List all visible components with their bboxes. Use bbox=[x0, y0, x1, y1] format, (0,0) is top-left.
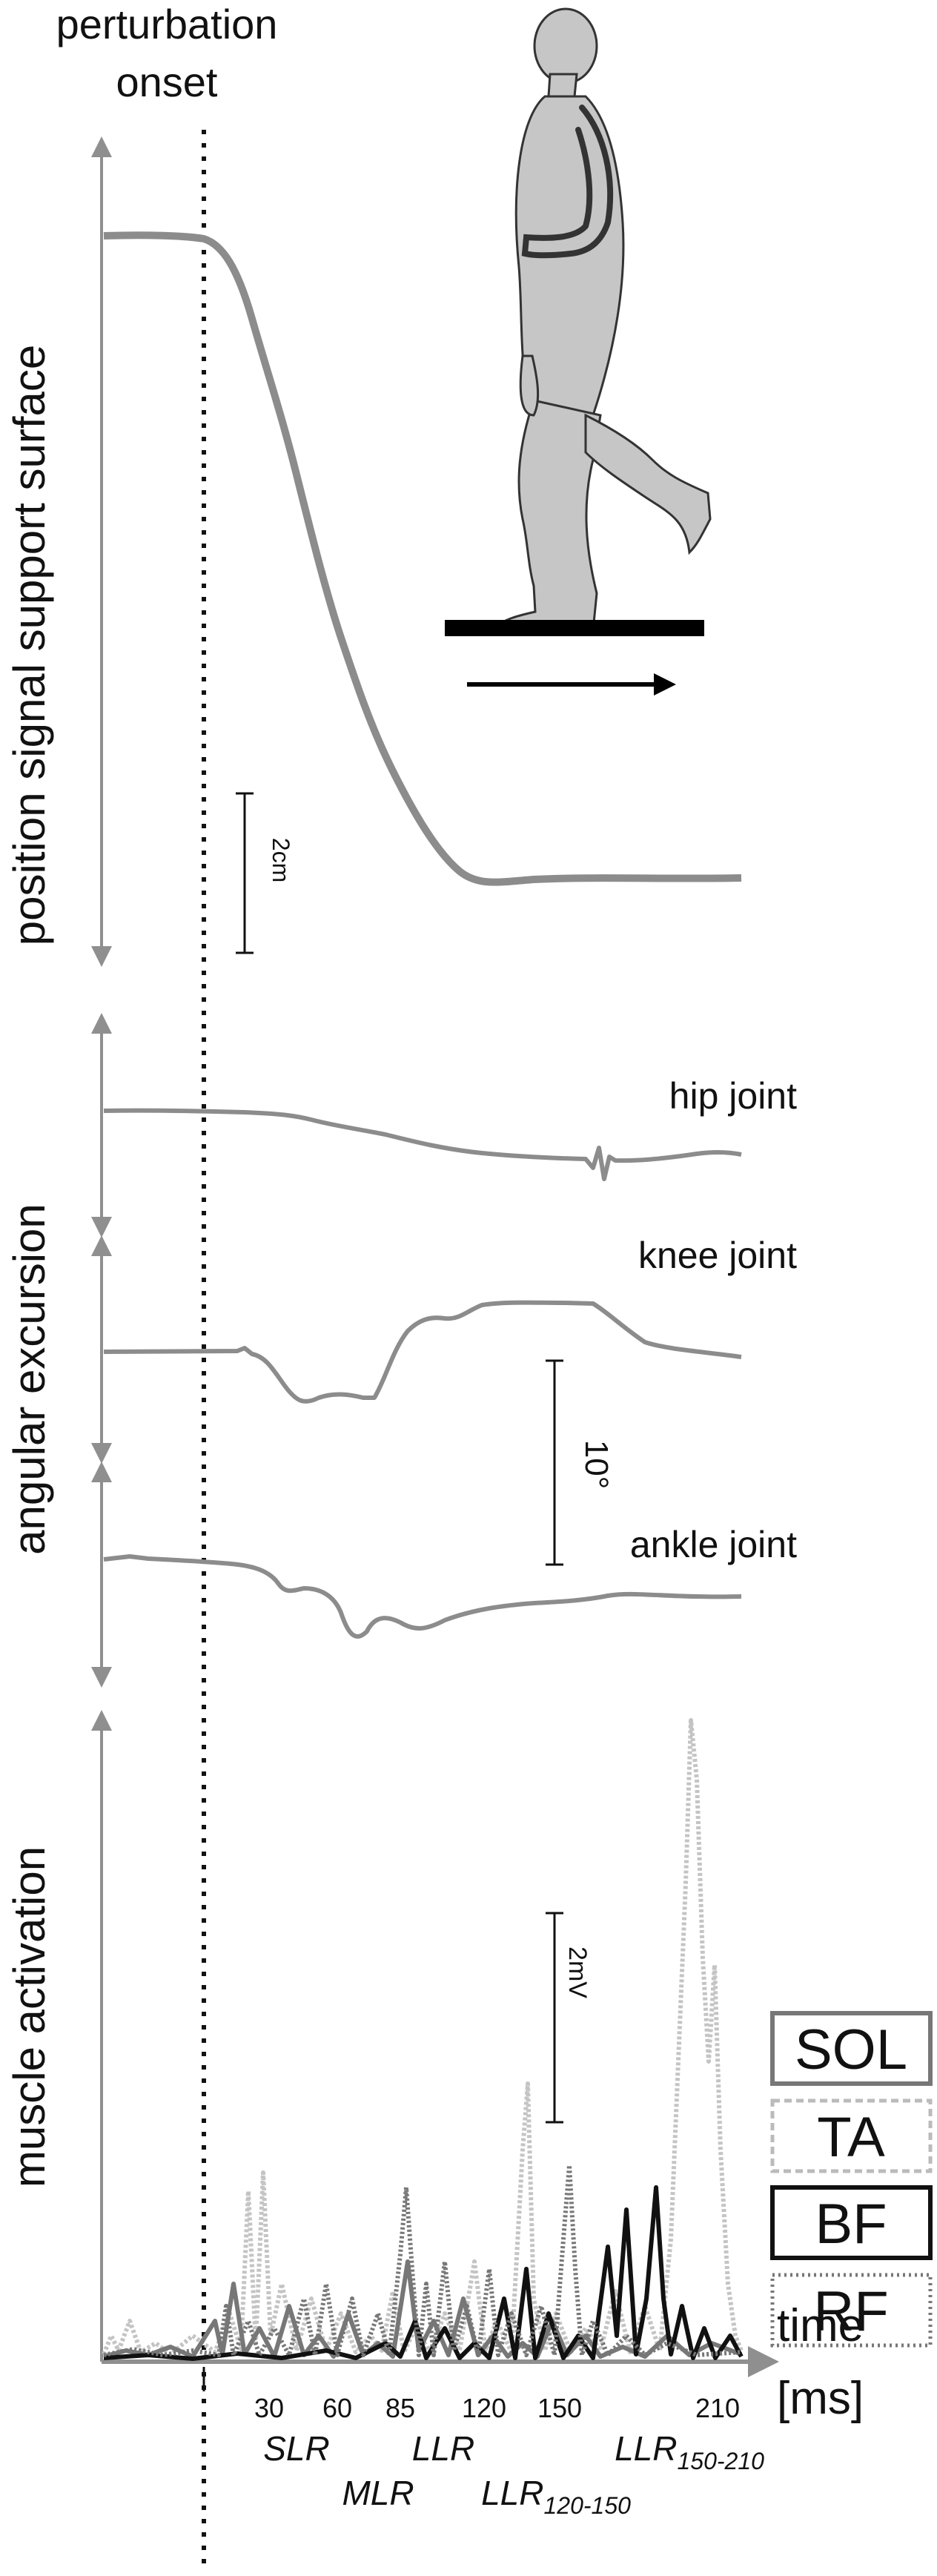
tick-label-30: 30 bbox=[254, 2393, 284, 2423]
support-platform bbox=[445, 620, 704, 636]
legend-box-ta bbox=[770, 2098, 933, 2173]
knee-joint-label: knee joint bbox=[638, 1235, 797, 1276]
hip-joint-label: hip joint bbox=[669, 1075, 797, 1117]
reflex-label-llr-120-150-sub: 120-150 bbox=[543, 2492, 631, 2519]
muscle-scale-bar-label: 2mV bbox=[563, 1946, 592, 1998]
legend-label-sol: SOL bbox=[795, 2018, 907, 2081]
reflex-label-slr: SLR bbox=[263, 2429, 329, 2468]
muscle-panel-ylabel: muscle activation bbox=[4, 1846, 54, 2187]
legend-box-bf bbox=[770, 2185, 933, 2260]
tick-label-150: 150 bbox=[537, 2393, 582, 2423]
tick-label-210: 210 bbox=[695, 2393, 740, 2423]
perturbation-onset-label-line1: perturbation bbox=[56, 1, 278, 47]
position-scale-bar-label: 2cm bbox=[268, 838, 294, 882]
reflex-label-llr-120-150: LLR120-150 bbox=[481, 2474, 631, 2519]
tick-label-60: 60 bbox=[322, 2393, 352, 2423]
walking-person-icon bbox=[494, 7, 712, 635]
ankle-joint-trace bbox=[103, 1554, 742, 1639]
legend-label-rf: RF bbox=[813, 2280, 888, 2343]
tick-label-85: 85 bbox=[385, 2393, 415, 2423]
reflex-label-llr: LLR bbox=[412, 2429, 474, 2468]
ankle-joint-label: ankle joint bbox=[630, 1524, 797, 1565]
tick-label-120: 120 bbox=[462, 2393, 506, 2423]
reflex-label-mlr: MLR bbox=[342, 2474, 414, 2512]
time-axis-label-line1: time bbox=[777, 2300, 864, 2351]
reflex-label-llr-150-210-sub: 150-210 bbox=[677, 2448, 764, 2474]
support-surface-position-trace bbox=[103, 231, 742, 886]
reflex-label-llr-150-210-main: LLR bbox=[615, 2429, 677, 2468]
bf-emg-trace bbox=[103, 2185, 744, 2361]
reflex-label-llr-150-210: LLR150-210 bbox=[615, 2429, 764, 2474]
ta-emg-trace bbox=[102, 1718, 744, 2357]
angular-scale-bar-label: 10° bbox=[578, 1440, 615, 1490]
legend-box-sol bbox=[770, 2011, 933, 2086]
rf-emg-trace bbox=[103, 2163, 742, 2357]
legend-label-ta: TA bbox=[817, 2106, 885, 2169]
knee-joint-trace bbox=[103, 1300, 742, 1404]
time-axis-label-line2: [ms] bbox=[777, 2373, 864, 2424]
position-panel-ylabel: position signal support surface bbox=[4, 345, 54, 945]
legend-label-bf: BF bbox=[815, 2193, 887, 2256]
hip-joint-trace bbox=[103, 1108, 742, 1181]
reflex-label-llr-120-150-main: LLR bbox=[481, 2474, 543, 2512]
legend: SOL TA BF RF bbox=[770, 2011, 933, 2348]
angular-panel-ylabel: angular excursion bbox=[4, 1203, 54, 1555]
perturbation-onset-label-line2: onset bbox=[116, 59, 218, 105]
legend-box-rf bbox=[770, 2273, 933, 2348]
